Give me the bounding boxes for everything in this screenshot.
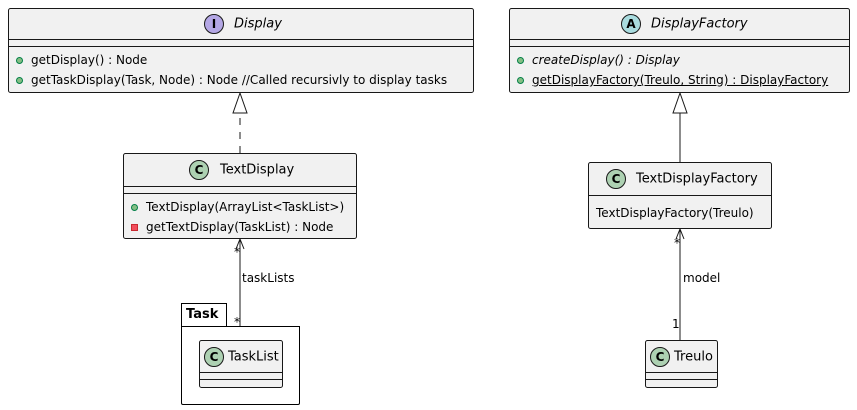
- display-interface[interactable]: I Display getDisplay() : Node getTaskDis…: [8, 8, 474, 93]
- text-display-factory-constructor: TextDisplayFactory(Treulo): [596, 206, 754, 220]
- text-display-header: C TextDisplay: [124, 154, 356, 187]
- model-source-multiplicity: 1: [672, 317, 680, 331]
- display-method-get-task-display: getTaskDisplay(Task, Node) : Node //Call…: [9, 70, 473, 90]
- display-factory-abstract-class[interactable]: A DisplayFactory createDisplay() : Displ…: [509, 8, 850, 93]
- treulo-fields-compartment: [646, 373, 717, 380]
- class-stereotype-icon: C: [189, 160, 209, 180]
- display-fields-compartment: [9, 40, 473, 47]
- task-list-fields-compartment: [200, 373, 282, 380]
- tasklists-association-label: taskLists: [242, 271, 295, 285]
- treulo-class[interactable]: C Treulo: [645, 340, 718, 388]
- generalization-arrowhead: [672, 91, 688, 114]
- model-association-label: model: [683, 271, 721, 285]
- interface-stereotype-icon: I: [204, 14, 224, 34]
- class-stereotype-icon: C: [204, 346, 224, 367]
- text-display-method-get-text-display: getTextDisplay(TaskList) : Node: [124, 217, 356, 237]
- tasklists-arrowhead: [235, 237, 245, 250]
- text-display-name: TextDisplay: [220, 162, 295, 178]
- realization-arrowhead: [232, 91, 248, 114]
- text-display-fields-compartment: [124, 187, 356, 194]
- abstract-stereotype-icon: A: [621, 14, 641, 34]
- public-visibility-icon: [517, 77, 524, 84]
- display-interface-name: Display: [234, 16, 282, 32]
- class-stereotype-icon: C: [606, 169, 626, 189]
- treulo-name: Treulo: [674, 349, 713, 364]
- task-list-header: C TaskList: [200, 341, 282, 373]
- public-visibility-icon: [517, 57, 524, 64]
- task-list-class[interactable]: C TaskList: [199, 340, 283, 388]
- display-factory-method-create-display: createDisplay() : Display: [510, 50, 849, 70]
- display-interface-header: I Display: [9, 9, 473, 40]
- tasklists-target-multiplicity: *: [234, 245, 240, 259]
- text-display-class[interactable]: C TextDisplay TextDisplay(ArrayList<Task…: [123, 153, 357, 239]
- text-display-factory-methods-compartment: TextDisplayFactory(Treulo): [589, 196, 771, 226]
- display-methods-compartment: getDisplay() : Node getTaskDisplay(Task,…: [9, 47, 473, 93]
- text-display-constructor: TextDisplay(ArrayList<TaskList>): [124, 197, 356, 217]
- text-display-factory-class[interactable]: C TextDisplayFactory TextDisplayFactory(…: [588, 162, 772, 229]
- text-display-factory-name: TextDisplayFactory: [636, 171, 758, 187]
- task-list-name: TaskList: [228, 349, 279, 364]
- model-target-multiplicity: *: [674, 236, 680, 250]
- public-visibility-icon: [131, 204, 138, 211]
- display-factory-header: A DisplayFactory: [510, 9, 849, 40]
- task-package-tab: Task: [181, 303, 227, 327]
- public-visibility-icon: [16, 57, 23, 64]
- display-factory-name: DisplayFactory: [651, 16, 748, 32]
- text-display-methods-compartment: TextDisplay(ArrayList<TaskList>) getText…: [124, 194, 356, 240]
- text-display-factory-header: C TextDisplayFactory: [589, 163, 771, 196]
- display-factory-methods-compartment: createDisplay() : Display getDisplayFact…: [510, 47, 849, 93]
- display-method-get-display: getDisplay() : Node: [9, 50, 473, 70]
- private-visibility-icon: [131, 224, 138, 231]
- public-visibility-icon: [16, 77, 23, 84]
- tasklists-source-multiplicity: *: [234, 315, 240, 329]
- treulo-header: C Treulo: [646, 341, 717, 373]
- class-stereotype-icon: C: [650, 346, 670, 367]
- display-factory-fields-compartment: [510, 40, 849, 47]
- display-factory-method-get-display-factory: getDisplayFactory(Treulo, String) : Disp…: [510, 70, 849, 90]
- model-arrowhead: [675, 227, 685, 240]
